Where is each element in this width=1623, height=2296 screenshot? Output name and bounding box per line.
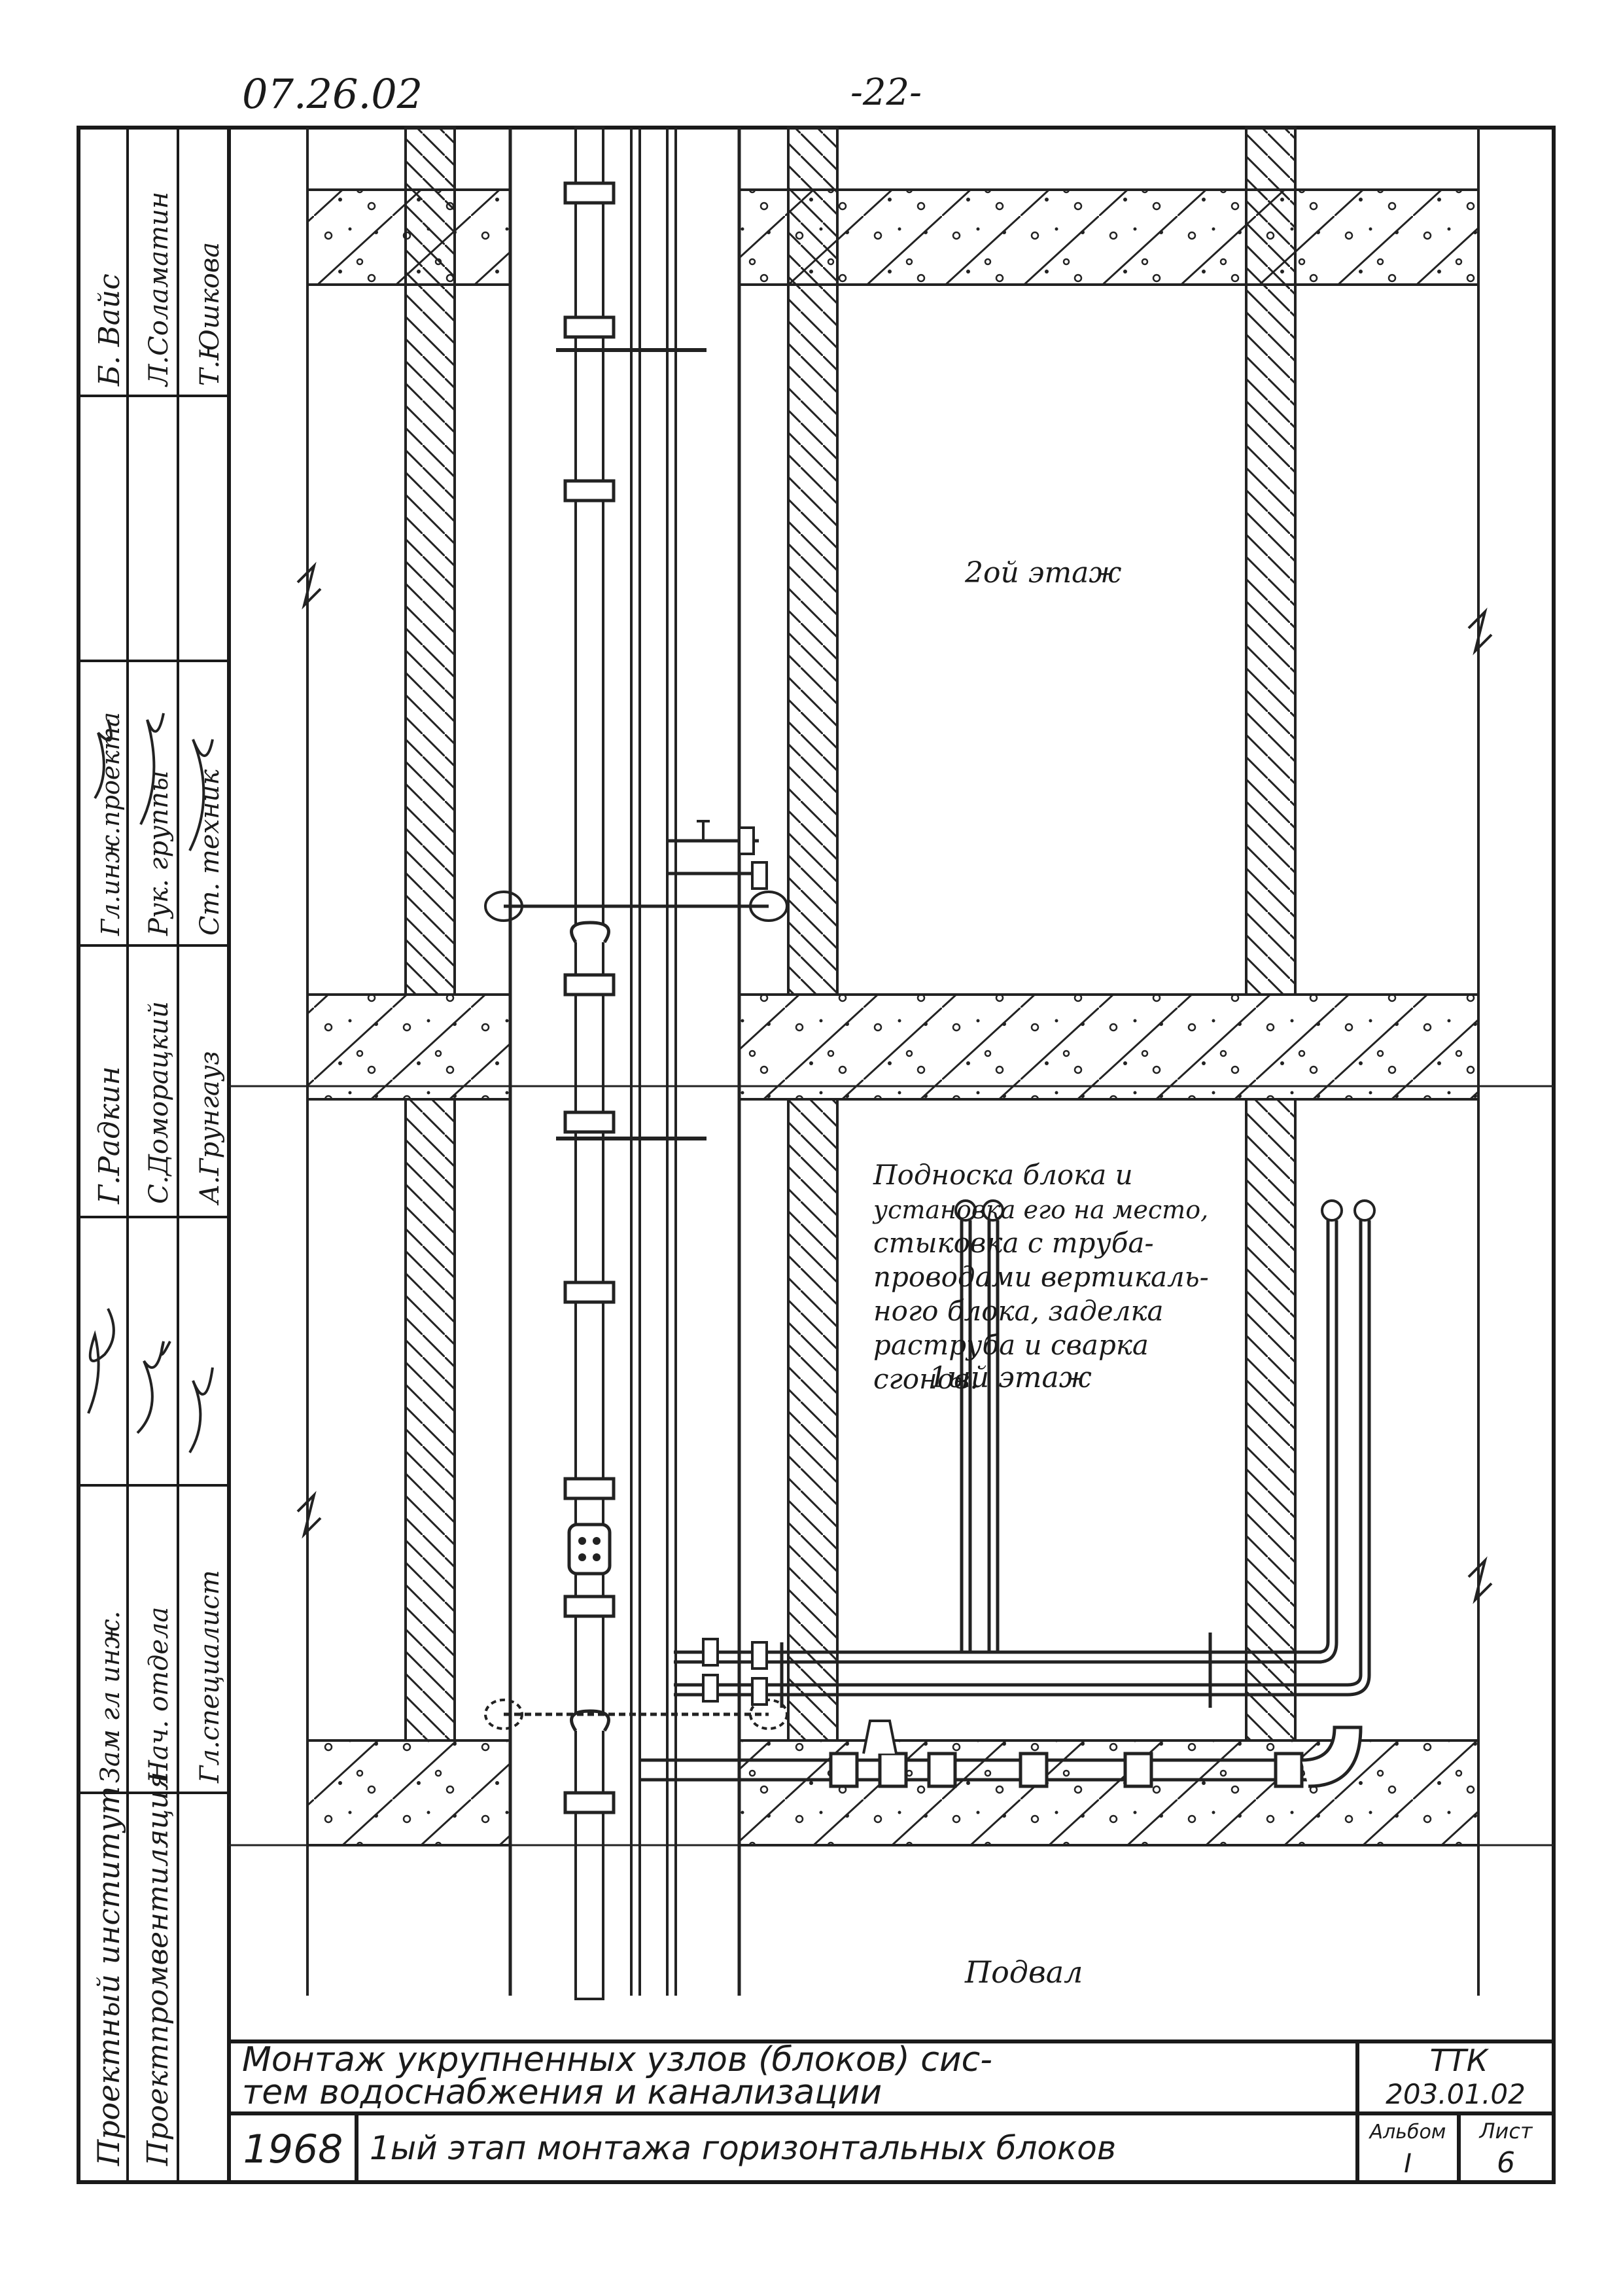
stamp-role-dept-head: Нач. отдела — [144, 1607, 174, 1784]
cleanout-fitting — [567, 1523, 612, 1576]
stamp-name-solamatin: Л.Соламатин — [144, 192, 174, 387]
wall-middle-lower — [787, 1098, 839, 1742]
album-label: Альбом — [1369, 2121, 1446, 2144]
doc-code-1: ТТК — [1430, 2043, 1490, 2078]
stamp-role-deputy-chief: Зам гл инж. — [96, 1611, 126, 1783]
break-line — [296, 561, 322, 610]
wall-right-lower — [1245, 1098, 1297, 1742]
sewer-stack — [574, 126, 604, 2000]
signature — [188, 739, 214, 851]
stamp-role-group-lead: Рук. группы — [144, 770, 174, 936]
note-line: установка его на место, — [872, 1195, 1208, 1224]
side-stamp: Проектный институт Проектпромвентиляция … — [79, 128, 229, 2182]
signature — [136, 1341, 171, 1434]
title-block: Монтаж укрупненных узлов (блоков) сис- т… — [229, 2040, 1554, 2182]
break-line — [296, 1491, 322, 1539]
note-line: раструба и сварка — [873, 1329, 1149, 1361]
page-number: -22- — [850, 71, 922, 114]
note-line: Подноска блока и — [873, 1159, 1133, 1191]
wall-left-lower — [404, 1098, 456, 1742]
note-line: ного блока, заделка — [873, 1295, 1164, 1327]
signature — [87, 1308, 115, 1414]
floor-1-label: 1ый этаж — [929, 1361, 1092, 1394]
assembly-note: Подноска блока и установка его на место,… — [872, 1159, 1209, 1395]
note-line: сгонов. — [873, 1363, 979, 1395]
title-line-2: тем водоснабжения и канализации — [242, 2073, 882, 2112]
slab-middle-left — [306, 993, 512, 1101]
sheet-value: 6 — [1497, 2146, 1515, 2180]
stamp-role-chief-engineer: Гл.инж.проекта — [96, 712, 125, 936]
note-line: стыковка с труба- — [873, 1227, 1154, 1259]
sheet-label: Лист — [1478, 2119, 1533, 2144]
sheet-title: 1ый этап монтажа горизонтальных блоков — [370, 2129, 1116, 2167]
slab-bottom-left — [306, 1739, 512, 1846]
signature — [188, 1367, 214, 1454]
signature — [94, 719, 113, 800]
stamp-role-senior-technician: Ст. техник — [195, 769, 225, 936]
title-line-1: Монтаж укрупненных узлов (блоков) сис- — [242, 2040, 992, 2079]
stamp-name-grungauz: А.Грунгауз — [195, 1051, 225, 1206]
stamp-name-yushkova: Т.Юшкова — [195, 242, 225, 386]
floor-2-label: 2ой этаж — [964, 556, 1121, 590]
document-code: 07.26.02 — [242, 70, 423, 118]
note-line: проводами вертикаль- — [873, 1261, 1209, 1293]
break-line — [1467, 607, 1493, 656]
signature — [139, 713, 165, 825]
stamp-role-chief-specialist: Гл.специалист — [195, 1570, 225, 1784]
doc-code-2: 203.01.02 — [1386, 2078, 1526, 2110]
stamp-name-domoratsky: С.Доморацкий — [144, 1001, 174, 1204]
year: 1968 — [243, 2127, 343, 2172]
stamp-organization-2: Проектпромвентиляция — [141, 1771, 175, 2166]
slab-middle-right — [738, 993, 1480, 1101]
album-value: I — [1404, 2149, 1412, 2179]
stamp-name-radkin: Г.Радкин — [93, 1067, 126, 1205]
break-line — [1467, 1556, 1493, 1604]
stamp-organization-1: Проектный институт — [91, 1786, 126, 2166]
stamp-name-vais: Б. Вайс — [93, 274, 126, 387]
slab-top-right — [738, 188, 1480, 286]
building-section — [229, 126, 1554, 1996]
horizontal-block — [641, 1199, 1376, 1788]
basement-label: Подвал — [964, 1954, 1083, 1990]
slab-top-left — [306, 188, 512, 286]
